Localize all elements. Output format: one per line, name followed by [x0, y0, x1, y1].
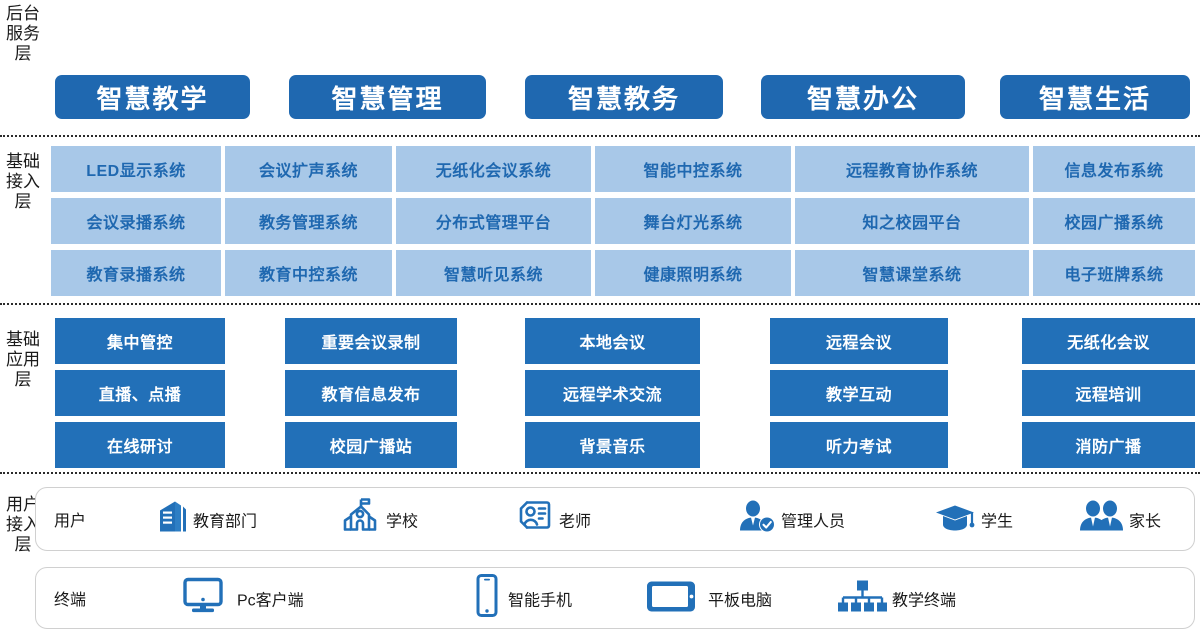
application-cell[interactable]: 教育信息发布 [285, 370, 457, 416]
terminal-bar-title: 终端 [54, 592, 87, 609]
application-cell[interactable]: 听力考试 [770, 422, 948, 468]
teacher-badge-icon [514, 498, 556, 541]
application-cell[interactable]: 教学互动 [770, 370, 948, 416]
access-cell[interactable]: 知之校园平台 [795, 198, 1029, 244]
user-item-label: 家长 [1129, 513, 1162, 530]
access-cell[interactable]: 会议录播系统 [51, 198, 221, 244]
access-cell[interactable]: 分布式管理平台 [396, 198, 591, 244]
application-cell[interactable]: 直播、点播 [55, 370, 225, 416]
user-item-label: 学校 [386, 513, 419, 530]
layer-label-backend-service: 后台服务层 [6, 4, 40, 64]
access-cell[interactable]: 智慧听见系统 [396, 250, 591, 296]
layer-label-basic-application: 基础应用层 [6, 330, 40, 390]
application-cell[interactable]: 背景音乐 [525, 422, 700, 468]
application-cell[interactable]: 在线研讨 [55, 422, 225, 468]
smartphone-icon [474, 574, 500, 623]
application-cell[interactable]: 无纸化会议 [1022, 318, 1195, 364]
application-cell[interactable]: 重要会议录制 [285, 318, 457, 364]
access-cell[interactable]: 教育录播系统 [51, 250, 221, 296]
network-tree-icon [836, 577, 888, 620]
desktop-monitor-icon [181, 576, 225, 621]
application-cell[interactable]: 校园广播站 [285, 422, 457, 468]
access-cell[interactable]: 教务管理系统 [225, 198, 392, 244]
access-cell[interactable]: 舞台灯光系统 [595, 198, 791, 244]
terminal-item-label: 智能手机 [508, 592, 573, 609]
user-item-student[interactable]: 学生 [934, 499, 1013, 540]
user-item-education-department[interactable]: 教育部门 [156, 498, 257, 541]
access-cell[interactable]: 无纸化会议系统 [396, 146, 591, 192]
access-cell[interactable]: 电子班牌系统 [1033, 250, 1195, 296]
terminal-item-teaching-terminal[interactable]: 教学终端 [836, 577, 956, 620]
graduation-cap-icon [934, 499, 978, 540]
school-icon [341, 497, 383, 542]
parents-icon [1078, 498, 1126, 541]
header-pill-smart-office[interactable]: 智慧办公 [761, 75, 965, 119]
user-item-parent[interactable]: 家长 [1078, 498, 1161, 541]
user-item-teacher[interactable]: 老师 [514, 498, 591, 541]
user-item-label: 管理人员 [781, 513, 846, 530]
admin-user-check-icon [736, 498, 778, 541]
user-access-bar: 用户 教育部门 [35, 487, 1195, 551]
header-pill-smart-life[interactable]: 智慧生活 [1000, 75, 1190, 119]
terminal-item-label: Pc客户端 [237, 592, 304, 609]
tablet-icon [644, 576, 700, 621]
terminal-item-label: 平板电脑 [708, 592, 773, 609]
divider-application-user [0, 472, 1200, 474]
header-pill-smart-management[interactable]: 智慧管理 [289, 75, 486, 119]
user-item-label: 学生 [981, 513, 1014, 530]
access-cell[interactable]: 智能中控系统 [595, 146, 791, 192]
application-cell[interactable]: 远程会议 [770, 318, 948, 364]
user-item-label: 老师 [559, 513, 592, 530]
user-item-label: 教育部门 [193, 513, 258, 530]
header-pill-smart-academic[interactable]: 智慧教务 [525, 75, 723, 119]
divider-backend-access [0, 135, 1200, 137]
user-bar-title: 用户 [54, 513, 87, 530]
terminal-item-pc-client[interactable]: Pc客户端 [181, 576, 304, 621]
application-cell[interactable]: 集中管控 [55, 318, 225, 364]
user-item-school[interactable]: 学校 [341, 497, 418, 542]
access-cell[interactable]: 远程教育协作系统 [795, 146, 1029, 192]
divider-access-application [0, 303, 1200, 305]
access-cell[interactable]: 健康照明系统 [595, 250, 791, 296]
terminal-item-label: 教学终端 [892, 592, 957, 609]
terminal-item-tablet[interactable]: 平板电脑 [644, 576, 772, 621]
layer-label-basic-access: 基础接入层 [6, 152, 40, 212]
terminal-item-smartphone[interactable]: 智能手机 [474, 574, 572, 623]
terminal-access-bar: 终端 Pc客户端 智能手机 [35, 567, 1195, 629]
application-cell[interactable]: 远程学术交流 [525, 370, 700, 416]
user-item-administrator[interactable]: 管理人员 [736, 498, 845, 541]
access-cell[interactable]: 教育中控系统 [225, 250, 392, 296]
header-pill-smart-teaching[interactable]: 智慧教学 [55, 75, 250, 119]
access-cell[interactable]: LED显示系统 [51, 146, 221, 192]
access-cell[interactable]: 会议扩声系统 [225, 146, 392, 192]
application-cell[interactable]: 远程培训 [1022, 370, 1195, 416]
building-icon [156, 498, 190, 541]
access-cell[interactable]: 智慧课堂系统 [795, 250, 1029, 296]
access-cell[interactable]: 校园广播系统 [1033, 198, 1195, 244]
application-cell[interactable]: 消防广播 [1022, 422, 1195, 468]
application-cell[interactable]: 本地会议 [525, 318, 700, 364]
layer-label-user-access: 用户接入层 [6, 495, 40, 555]
access-cell[interactable]: 信息发布系统 [1033, 146, 1195, 192]
